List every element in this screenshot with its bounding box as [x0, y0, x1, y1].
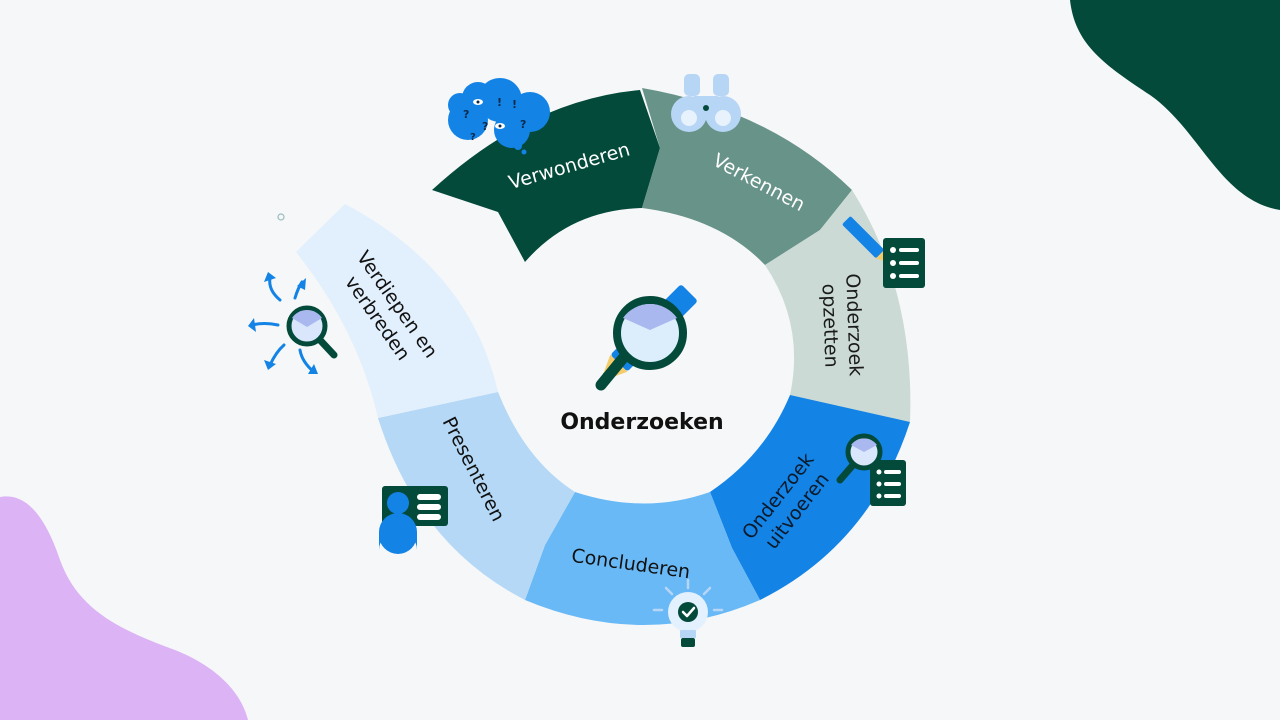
segment-presenteren-shape	[378, 392, 575, 600]
magnifier-arrows-icon	[248, 272, 338, 374]
binoculars-icon	[671, 74, 741, 132]
segment-verkennen[interactable]: Verkennen	[642, 88, 852, 265]
segment-concluderen[interactable]: Concluderen	[525, 492, 760, 625]
segment-concluderen-shape	[525, 492, 760, 625]
center-title: Onderzoeken	[560, 410, 723, 435]
svg-text:!: !	[512, 98, 517, 111]
svg-text:?: ?	[520, 118, 526, 131]
center-magnifier-pencil-icon	[595, 285, 697, 391]
segment-verkennen-shape	[642, 88, 852, 265]
dark-green-corner-blob	[1070, 0, 1280, 210]
svg-text:?: ?	[482, 120, 488, 133]
svg-text:?: ?	[463, 108, 469, 121]
thought-cloud-icon: ? ! ! ? ? ?	[448, 78, 550, 155]
segment-verwonderen[interactable]: Verwonderen	[432, 90, 660, 262]
purple-corner-blob	[0, 496, 248, 720]
magnifier-checklist-icon	[836, 433, 906, 506]
segment-verwonderen-shape	[432, 90, 660, 262]
presenter-card-icon	[379, 486, 448, 554]
decorative-dot	[277, 213, 285, 221]
segment-verdiepen-en-verbreden-shape	[296, 204, 498, 418]
segment-onderzoek-opzetten-label: Onderzoekopzetten	[817, 273, 867, 377]
segment-presenteren[interactable]: Presenteren	[378, 392, 575, 600]
svg-text:?: ?	[470, 132, 476, 143]
svg-text:!: !	[497, 96, 502, 109]
segment-verdiepen-en-verbreden[interactable]: Verdiepen enverbreden	[296, 204, 498, 418]
lightbulb-check-icon	[652, 578, 724, 647]
pencil-checklist-icon	[842, 216, 925, 288]
